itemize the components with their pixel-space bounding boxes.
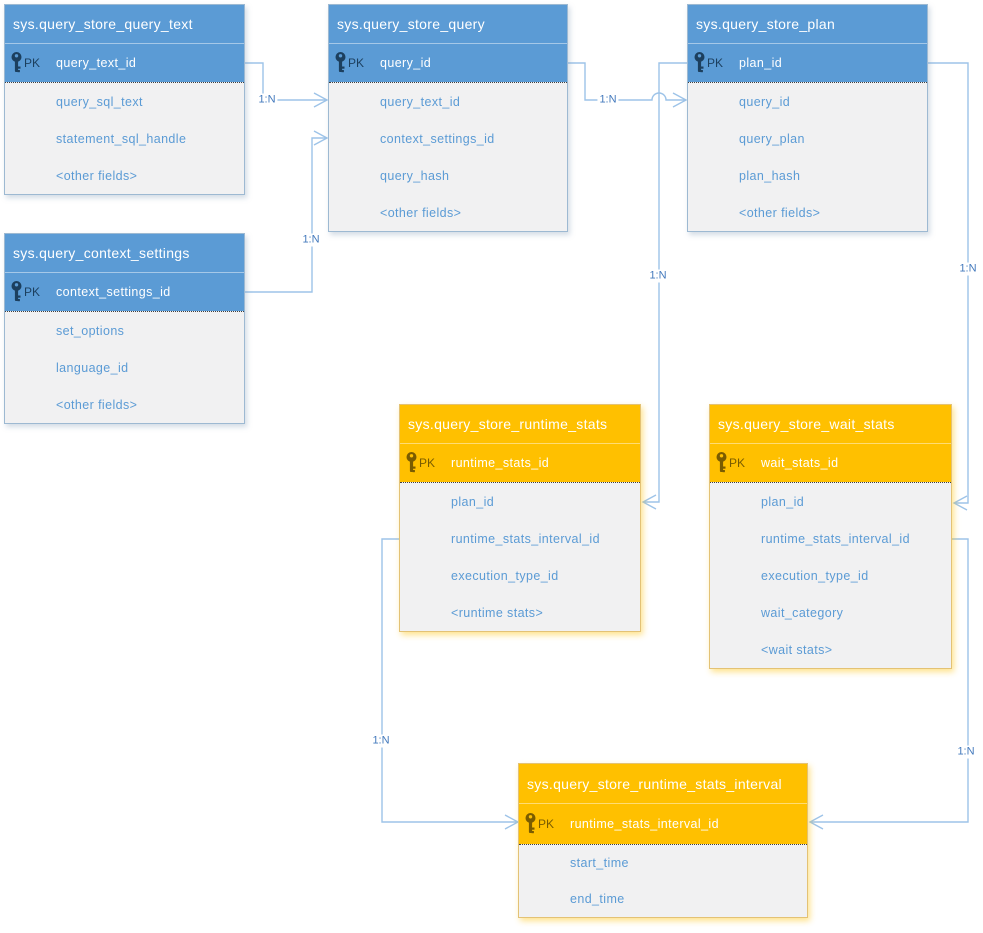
field-row: <other fields> xyxy=(56,168,138,183)
field-row: plan_hash xyxy=(739,168,801,183)
pk-row: PK wait_stats_id xyxy=(710,444,951,482)
relationship-line-query-plan xyxy=(568,62,685,101)
pk-label: PK xyxy=(24,56,41,70)
cardinality-label: 1:N xyxy=(300,233,322,247)
field-list: query_text_id context_settings_id query_… xyxy=(329,82,567,231)
arrowhead-query-plan xyxy=(672,92,688,108)
table-title: sys.query_store_wait_stats xyxy=(710,405,951,444)
table-title: sys.query_store_query xyxy=(329,5,567,44)
field-row: execution_type_id xyxy=(451,568,559,583)
field-row: <runtime stats> xyxy=(451,605,544,620)
field-row: query_text_id xyxy=(380,94,461,109)
table-title: sys.query_store_query_text xyxy=(5,5,244,44)
entity-query-store-wait-stats[interactable]: sys.query_store_wait_stats PK wait_stats… xyxy=(709,404,952,669)
field-row: <other fields> xyxy=(739,205,821,220)
field-row: language_id xyxy=(56,360,129,375)
field-row: runtime_stats_interval_id xyxy=(451,531,600,546)
cardinality-label: 1:N xyxy=(370,734,392,748)
field-list: plan_id runtime_stats_interval_id execut… xyxy=(710,482,951,668)
relationship-line-contextsettings-query xyxy=(245,137,326,293)
cardinality-label: 1:N xyxy=(955,745,977,759)
pk-label: PK xyxy=(24,285,41,299)
pk-field-name: context_settings_id xyxy=(56,285,171,299)
pk-field-name: runtime_stats_id xyxy=(451,456,550,470)
field-row: context_settings_id xyxy=(380,131,495,146)
field-row: <wait stats> xyxy=(761,642,833,657)
pk-field-name: plan_id xyxy=(739,56,783,70)
field-row: plan_id xyxy=(451,494,495,509)
field-list: start_time end_time xyxy=(519,844,807,917)
cardinality-label: 1:N xyxy=(647,269,669,283)
key-icon xyxy=(716,452,727,473)
pk-row: PK query_text_id xyxy=(5,44,244,82)
key-icon xyxy=(694,52,705,73)
pk-label: PK xyxy=(348,56,365,70)
field-row: runtime_stats_interval_id xyxy=(761,531,910,546)
pk-row: PK plan_id xyxy=(688,44,927,82)
key-icon xyxy=(335,52,346,73)
relationship-line-plan-runtimestats xyxy=(644,62,687,503)
pk-field-name: query_text_id xyxy=(56,56,137,70)
key-icon xyxy=(11,52,22,73)
field-row: execution_type_id xyxy=(761,568,869,583)
pk-label: PK xyxy=(538,817,555,831)
cardinality-label: 1:N xyxy=(597,93,619,107)
field-list: query_sql_text statement_sql_handle <oth… xyxy=(5,82,244,194)
field-list: query_id query_plan plan_hash <other fie… xyxy=(688,82,927,231)
field-row: <other fields> xyxy=(56,397,138,412)
pk-label: PK xyxy=(729,456,746,470)
field-list: plan_id runtime_stats_interval_id execut… xyxy=(400,482,640,631)
entity-query-store-query-text[interactable]: sys.query_store_query_text PK query_text… xyxy=(4,4,245,195)
cardinality-label: 1:N xyxy=(957,262,979,276)
pk-field-name: wait_stats_id xyxy=(761,456,839,470)
arrowhead-interval-runtimestats xyxy=(504,814,520,830)
arrowhead-querytext-query xyxy=(313,92,329,108)
entity-query-store-runtime-stats[interactable]: sys.query_store_runtime_stats PK runtime… xyxy=(399,404,641,632)
field-row: query_id xyxy=(739,94,791,109)
field-row: start_time xyxy=(570,856,629,870)
pk-row: PK runtime_stats_id xyxy=(400,444,640,482)
field-row: query_sql_text xyxy=(56,94,143,109)
pk-label: PK xyxy=(707,56,724,70)
field-row: <other fields> xyxy=(380,205,462,220)
field-row: set_options xyxy=(56,323,125,338)
field-row: query_plan xyxy=(739,131,805,146)
field-row: end_time xyxy=(570,892,625,906)
pk-row: PK runtime_stats_interval_id xyxy=(519,804,807,844)
key-icon xyxy=(406,452,417,473)
entity-query-store-runtime-stats-interval[interactable]: sys.query_store_runtime_stats_interval P… xyxy=(518,763,808,918)
field-row: wait_category xyxy=(761,605,844,620)
key-icon xyxy=(525,813,536,834)
entity-query-store-query[interactable]: sys.query_store_query PK query_id query_… xyxy=(328,4,568,232)
entity-query-store-plan[interactable]: sys.query_store_plan PK plan_id query_id… xyxy=(687,4,928,232)
arrowhead-interval-waitstats xyxy=(808,814,824,830)
field-row: statement_sql_handle xyxy=(56,131,187,146)
pk-row: PK query_id xyxy=(329,44,567,82)
pk-field-name: query_id xyxy=(380,56,432,70)
table-title: sys.query_store_runtime_stats xyxy=(400,405,640,444)
arrowhead-plan-runtimestats xyxy=(641,494,657,510)
field-list: set_options language_id <other fields> xyxy=(5,311,244,423)
table-title: sys.query_store_runtime_stats_interval xyxy=(519,764,807,804)
arrowhead-plan-waitstats xyxy=(952,495,968,511)
pk-field-name: runtime_stats_interval_id xyxy=(570,817,719,831)
entity-query-context-settings[interactable]: sys.query_context_settings PK context_se… xyxy=(4,233,245,424)
pk-row: PK context_settings_id xyxy=(5,273,244,311)
pk-label: PK xyxy=(419,456,436,470)
field-row: plan_id xyxy=(761,494,805,509)
table-title: sys.query_context_settings xyxy=(5,234,244,273)
table-title: sys.query_store_plan xyxy=(688,5,927,44)
field-row: query_hash xyxy=(380,168,450,183)
key-icon xyxy=(11,281,22,302)
arrowhead-contextsettings-query xyxy=(313,130,329,146)
cardinality-label: 1:N xyxy=(256,93,278,107)
